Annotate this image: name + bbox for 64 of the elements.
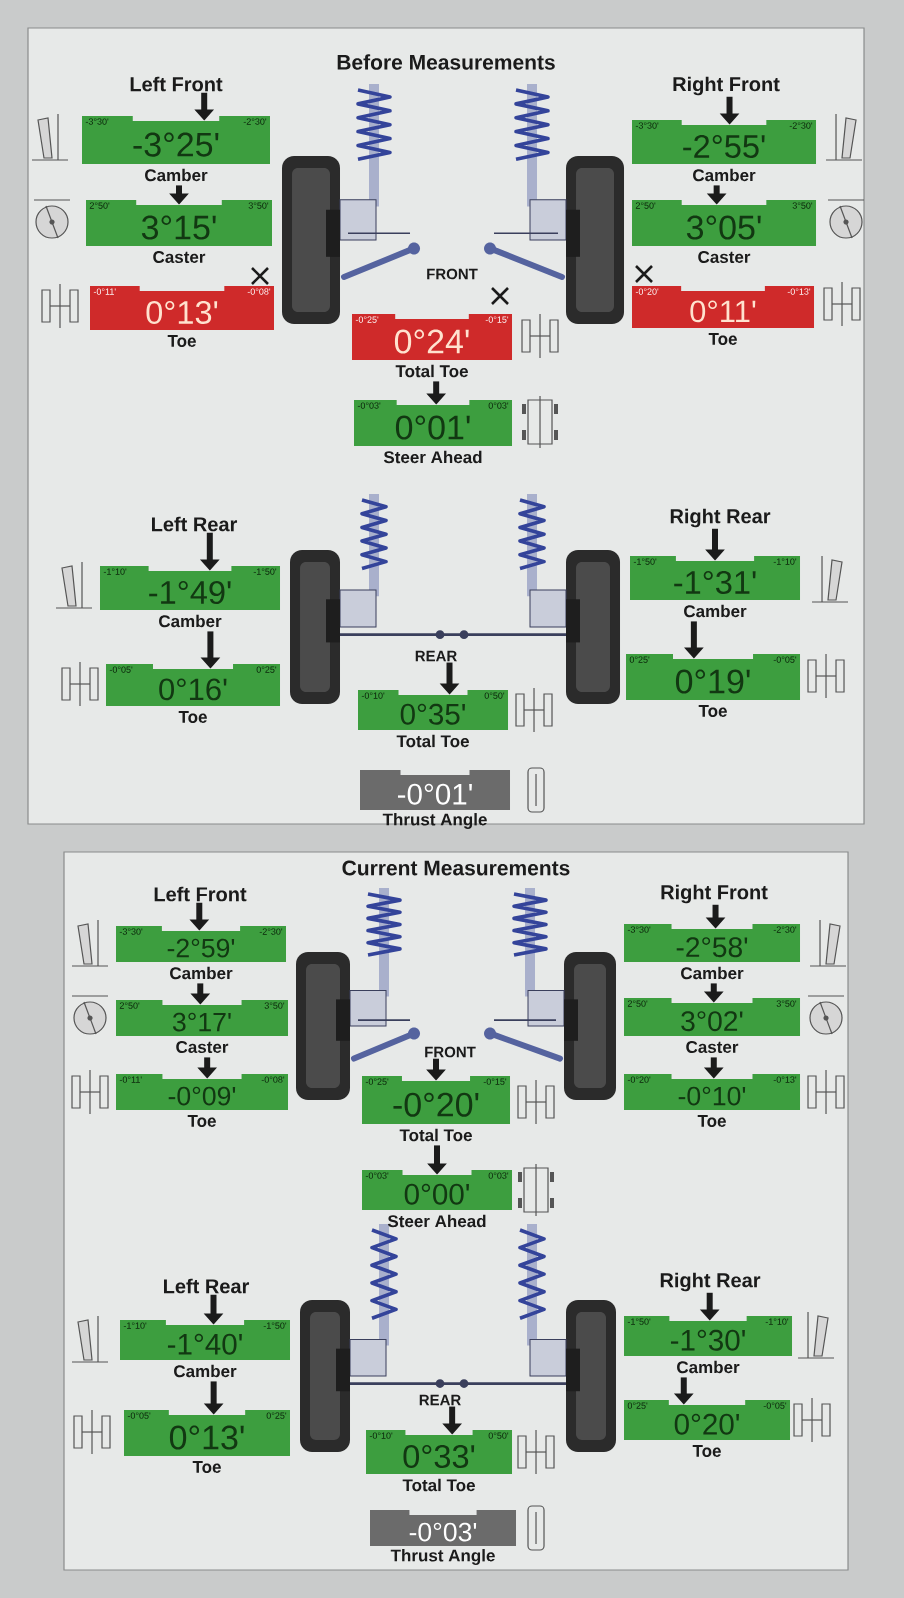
node-label: -2°58'	[676, 937, 748, 958]
gauge-caption: Camber	[174, 1364, 237, 1378]
gauge-caption: Total Toe	[395, 364, 468, 378]
position-heading: Right Front	[661, 884, 768, 904]
gauge-caption: Camber	[684, 604, 747, 618]
node-label: 3°15'	[141, 215, 216, 240]
node-label: 0°13'	[169, 1425, 244, 1450]
node-label: -2°59'	[167, 938, 235, 958]
gauge-caption: Total Toe	[396, 734, 469, 748]
gauge-caption: Toe	[697, 1115, 726, 1127]
gauge-caption: Thrust Angle	[382, 813, 487, 829]
node-label: -2°55'	[683, 134, 765, 158]
node-label: -1°40'	[167, 1333, 242, 1355]
gauge-caption: Toe	[187, 1115, 216, 1127]
node-label: 0°11'	[690, 300, 756, 323]
position-heading: Right Front	[673, 76, 780, 96]
gauge-caption: Toe	[692, 1445, 721, 1457]
position-heading: Left Rear	[152, 516, 238, 532]
position-heading: Right Rear	[670, 508, 771, 528]
node-label: 0°19'	[675, 669, 750, 694]
position-heading: Left Rear	[164, 1278, 250, 1294]
gauge-caption: Toe	[698, 705, 727, 717]
gauge-caption: Total Toe	[402, 1478, 475, 1492]
gauge-caption: Toe	[192, 1461, 221, 1473]
node-label: -0°20'	[393, 1092, 479, 1117]
gauge-caption: Camber	[681, 966, 744, 980]
node-label: 3°17'	[172, 1012, 231, 1032]
node-label: 3°05'	[686, 215, 761, 240]
gauge-caption: Total Toe	[399, 1128, 472, 1142]
node-label: -1°31'	[674, 570, 756, 594]
gauge-caption: Camber	[145, 168, 208, 182]
gauge-caption: Caster	[698, 251, 751, 263]
gauge-caption: Caster	[686, 1041, 739, 1053]
gauge-caption: Camber	[677, 1360, 740, 1374]
gauge-caption: Camber	[170, 966, 233, 980]
node-label: 0°01'	[395, 415, 470, 440]
gauge-caption: Toe	[167, 335, 196, 347]
node-label: -0°10'	[678, 1086, 746, 1106]
node-label: 0°20'	[674, 1413, 739, 1435]
gauge-caption: Thrust Angle	[390, 1549, 495, 1565]
node-label: 3°02'	[681, 1011, 743, 1032]
gauge-bar: -0°03'	[370, 1510, 516, 1546]
gauge-caption: Toe	[178, 711, 207, 723]
node-label: -3°25'	[133, 132, 219, 157]
gauge-caption: Steer Ahead	[387, 1214, 486, 1228]
position-heading: Right Rear	[660, 1272, 761, 1292]
gauge-caption: Steer Ahead	[383, 450, 482, 464]
gauge-caption: Camber	[159, 614, 222, 628]
gauge-caption: Caster	[153, 251, 206, 263]
node-label: 0°00'	[404, 1183, 469, 1205]
node-label: 0°13'	[146, 300, 218, 324]
node-label: 0°16'	[159, 678, 227, 701]
node-label: 0°35'	[400, 703, 465, 725]
gauge-caption: Caster	[176, 1041, 229, 1053]
position-heading: Left Front	[154, 886, 247, 902]
gauge-caption: Toe	[708, 333, 737, 345]
node-label: 0°24'	[394, 329, 469, 354]
gauge-bar: -0°01'	[360, 770, 510, 810]
gauge-caption: Camber	[693, 168, 756, 182]
position-heading: Left Front	[130, 76, 223, 92]
node-label: -0°09'	[168, 1086, 236, 1106]
node-label: -1°30'	[670, 1329, 745, 1351]
node-label: -1°49'	[149, 580, 231, 604]
node-label: 0°33'	[403, 1444, 475, 1469]
